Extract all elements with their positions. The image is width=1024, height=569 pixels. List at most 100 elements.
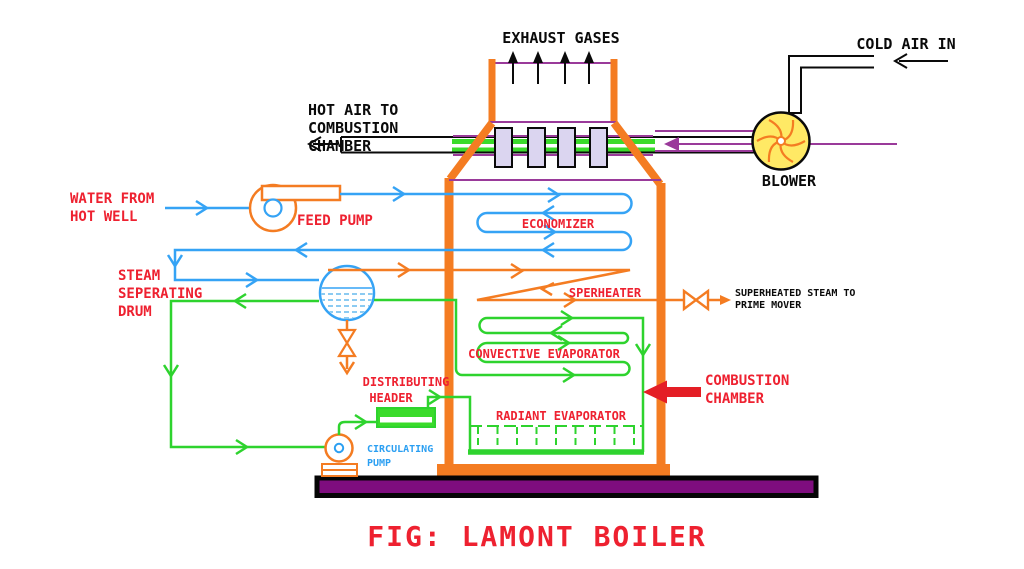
hot-air-label-3: CHAMBER (308, 137, 372, 155)
feed-water-circuit (165, 183, 633, 289)
steam-separating-drum (318, 264, 376, 322)
water-from-label-2: HOT WELL (70, 209, 137, 225)
shell-walls (444, 178, 666, 469)
blower-label: BLOWER (762, 172, 817, 190)
exhaust-arrows (508, 51, 594, 84)
circulating-pump-impeller (333, 442, 345, 454)
distributing-label-2: HEADER (369, 391, 413, 405)
steam-circuit (328, 261, 731, 376)
distributing-label-1: DISTRIBUTING (363, 375, 450, 389)
flow-arrow-icon (634, 343, 652, 358)
preheater-tube (527, 127, 546, 168)
distributing-header-stripe (380, 417, 432, 423)
blower-hub (776, 136, 786, 146)
flow-arrow-icon (543, 223, 558, 241)
flow-arrow-icon (166, 254, 184, 269)
hot-gas-band-top (452, 139, 655, 144)
air-preheater-duct (340, 130, 897, 156)
header-to-radiant-pipe (426, 395, 472, 450)
flow-arrow-icon (235, 438, 250, 456)
steam-stop-valve (682, 288, 710, 312)
cold-air-duct (788, 53, 948, 114)
superheater-label: SPERHEATER (569, 286, 642, 300)
blower-fan-icon (756, 119, 806, 163)
foundation (314, 475, 819, 498)
flow-arrow-icon (540, 241, 555, 259)
flow-arrow-icon (392, 185, 407, 203)
flow-arrow-icon (562, 366, 577, 384)
circulating-label-2: PUMP (367, 458, 391, 469)
flow-arrow-icon (560, 309, 575, 327)
hot-air-label-1: HOT AIR TO (308, 101, 398, 119)
flow-arrow-icon (720, 295, 731, 305)
flow-arrow-icon (397, 261, 412, 279)
drum-water-level (321, 287, 373, 319)
circulating-label-1: CIRCULATING (367, 444, 433, 455)
superheater-coil (328, 268, 684, 302)
flow-arrow-icon (338, 361, 356, 376)
combustion-chamber-arrow-icon (643, 380, 701, 404)
flow-arrow-icon (540, 204, 555, 222)
air-preheater-tubes (494, 127, 608, 168)
flow-arrow-icon (162, 364, 180, 379)
circulation-circuit (162, 292, 652, 477)
exhaust-arrow-icon (584, 51, 594, 63)
exhaust-arrow-shafts (512, 60, 590, 84)
hot-gas-band-bottom (452, 147, 655, 153)
flow-arrow-icon (293, 241, 308, 259)
feed-pump-impeller (263, 198, 283, 218)
combustion-label-1: COMBUSTION (705, 373, 789, 389)
flow-arrow-icon (510, 262, 525, 280)
feed-pump-outlet (260, 184, 342, 202)
convective-evaporator-coil (374, 298, 645, 452)
flow-arrow-icon (195, 199, 210, 217)
air-flow-arrow-icon (664, 137, 679, 151)
hot-air-arrow (307, 136, 338, 152)
cold-air-arrow-icon (893, 53, 908, 69)
exhaust-arrow-icon (508, 51, 518, 63)
figure-caption: FIG: LAMONT BOILER (367, 520, 706, 553)
blower (751, 111, 811, 171)
chimney-walls (488, 59, 618, 123)
cold-air-in-label: COLD AIR IN (856, 35, 955, 53)
drum-label-3: DRUM (118, 304, 152, 320)
radiant-evaporator-tubes (477, 427, 635, 449)
exhaust-gases-label: EXHAUST GASES (502, 29, 619, 47)
economizer-coil (173, 192, 633, 282)
superheated-steam-label-2: PRIME MOVER (735, 300, 802, 311)
flow-arrow-icon (547, 186, 562, 204)
convective-evaporator-label: CONVECTIVE EVAPORATOR (468, 347, 620, 361)
combustion-label-2: CHAMBER (705, 391, 765, 407)
flow-arrow-icon (354, 413, 369, 431)
feed-pump-label: FEED PUMP (297, 213, 373, 229)
flow-arrow-icon (548, 324, 563, 342)
drum-label-1: STEAM (118, 268, 160, 284)
preheater-tube (494, 127, 513, 168)
preheater-tube (557, 127, 576, 168)
drum-label-2: SEPERATING (118, 286, 202, 302)
water-from-label-1: WATER FROM (70, 191, 154, 207)
downcomer-pipe (169, 299, 326, 449)
flow-arrow-icon (245, 271, 260, 289)
cold-air-duct-outline (788, 55, 874, 114)
flow-arrow-icon (563, 291, 578, 309)
exhaust-arrow-icon (560, 51, 570, 63)
radiant-evaporator-label: RADIANT EVAPORATOR (496, 409, 627, 423)
superheated-steam-label-1: SUPERHEATED STEAM TO (735, 288, 855, 299)
pump-to-header-pipe (337, 420, 377, 435)
preheater-tube (589, 127, 608, 168)
shell-floor (437, 464, 670, 478)
flow-arrow-icon (232, 292, 247, 310)
flow-arrow-icon (428, 388, 443, 406)
shell-shoulders (446, 120, 664, 187)
blower-outlet-lines (655, 130, 755, 152)
hot-air-label-2: COMBUSTION (308, 119, 398, 137)
economizer-label: ECONOMIZER (522, 217, 595, 231)
hot-air-arrow-icon (307, 136, 322, 152)
flow-arrow-icon (539, 281, 555, 297)
boiler-shell (437, 59, 670, 478)
exhaust-arrow-icon (533, 51, 543, 63)
blowoff-valve (337, 328, 357, 358)
